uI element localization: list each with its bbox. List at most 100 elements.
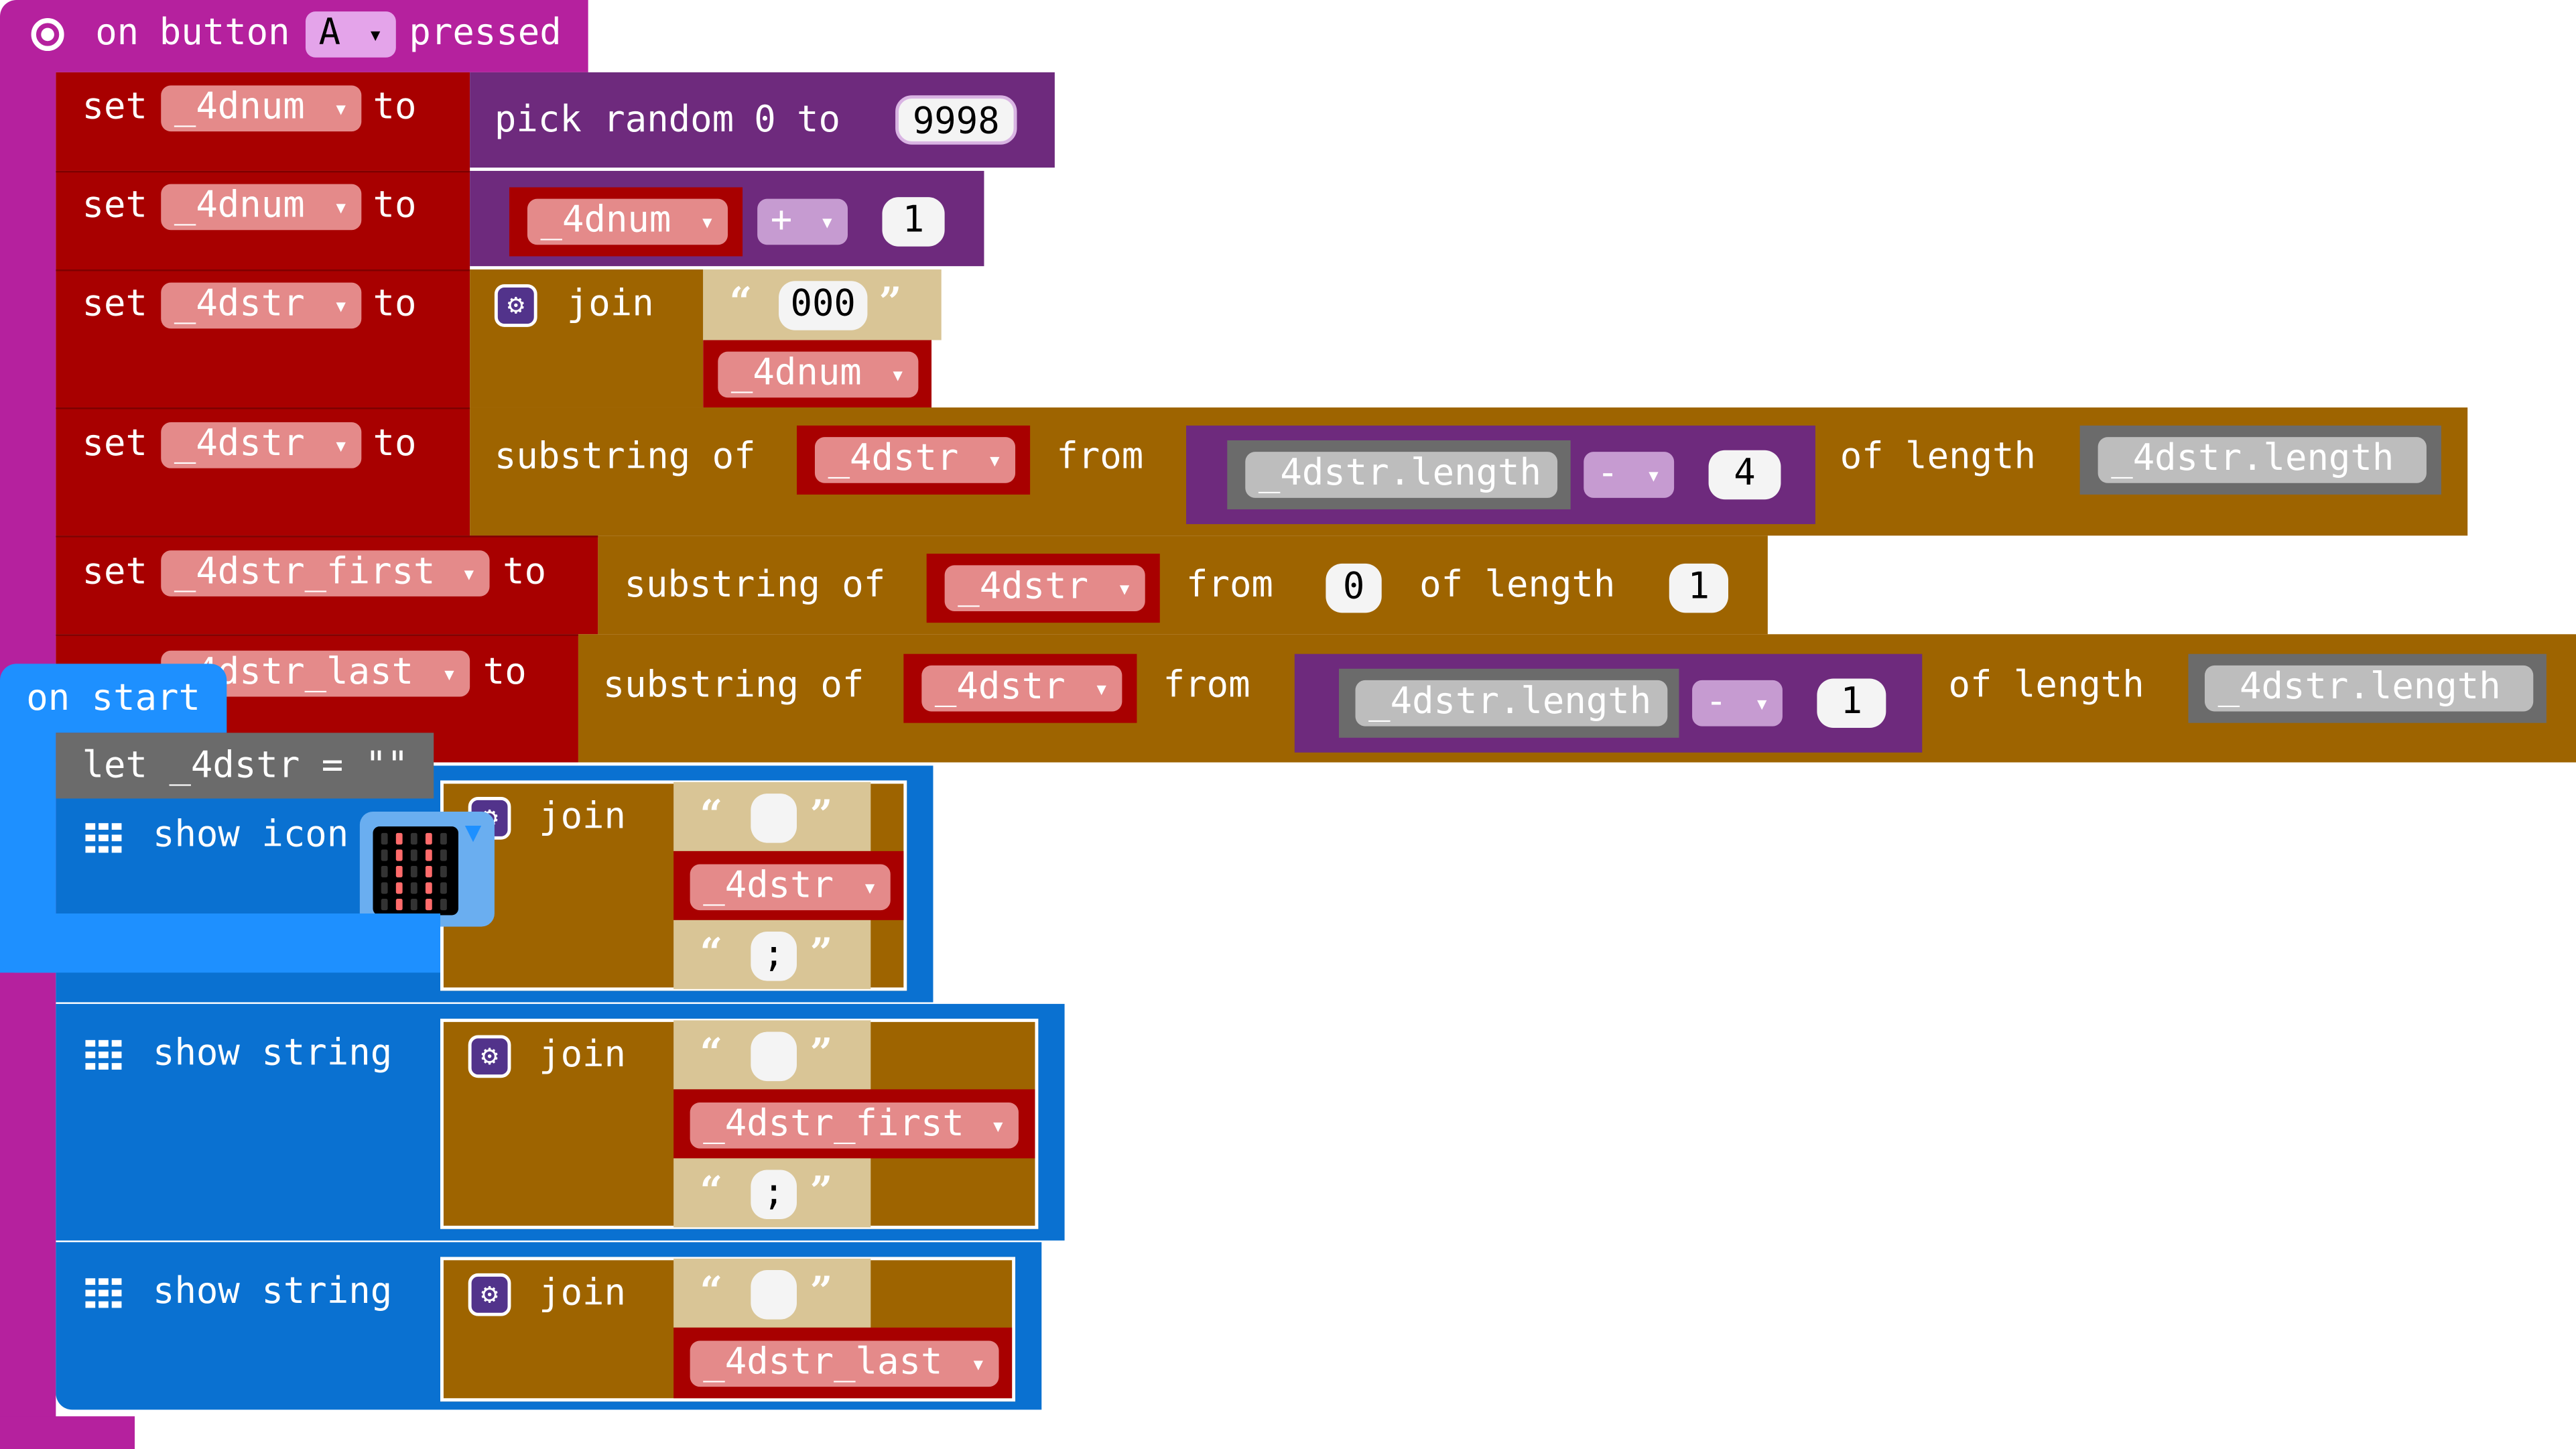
gear-icon[interactable]: ⚙ <box>494 284 537 327</box>
on-start-block[interactable] <box>0 664 227 733</box>
open-quote: “ <box>700 1166 723 1214</box>
led-grid-icon <box>85 823 122 853</box>
var-dropdown[interactable]: _4dstr <box>921 665 1122 712</box>
gear-icon[interactable]: ⚙ <box>468 1273 511 1316</box>
length-property[interactable]: _4dstr.length <box>2204 665 2534 712</box>
length-property[interactable]: _4dstr.length <box>1245 452 1558 498</box>
show-icon-label: show icon <box>152 814 349 857</box>
led-pixel <box>410 832 417 845</box>
to-label: to <box>482 652 527 694</box>
substring-label: substring of <box>602 665 864 707</box>
led-pixel <box>410 849 417 861</box>
var-dropdown[interactable]: _4dstr_last <box>690 1340 999 1387</box>
to-label: to <box>373 424 417 465</box>
substring-label: substring of <box>624 565 886 607</box>
from-label: from <box>1186 565 1273 607</box>
led-pixel <box>381 832 388 845</box>
number-input[interactable]: 1 <box>882 197 945 247</box>
text-input[interactable]: ; <box>751 932 797 981</box>
join-label: join <box>539 1035 626 1076</box>
from-label: from <box>1056 437 1144 479</box>
open-quote: “ <box>700 1267 723 1315</box>
number-input[interactable]: 0 <box>1326 563 1382 613</box>
let-statement-block[interactable] <box>56 733 434 799</box>
var-dropdown[interactable]: _4dstr <box>814 437 1016 483</box>
led-pixel <box>381 898 388 911</box>
set-label: set <box>82 284 148 326</box>
event-icon <box>31 17 64 51</box>
led-pixel <box>395 865 403 878</box>
text-input[interactable] <box>751 794 797 843</box>
var-dropdown[interactable]: _4dnum <box>161 85 362 132</box>
led-pixel <box>425 898 432 911</box>
text-input[interactable]: ; <box>751 1170 797 1220</box>
on-start-footer <box>0 914 441 973</box>
led-pixel <box>425 849 432 861</box>
var-dropdown[interactable]: _4dstr_first <box>690 1102 1019 1149</box>
close-quote: ” <box>810 1267 833 1315</box>
led-pixel <box>425 865 432 878</box>
led-pixel <box>440 832 447 845</box>
var-dropdown[interactable]: _4dstr <box>161 282 362 329</box>
operator-dropdown[interactable]: - <box>1692 680 1783 727</box>
led-pixel <box>381 865 388 878</box>
text-input[interactable] <box>751 1031 797 1082</box>
led-pixel <box>410 898 417 911</box>
of-length-label: of length <box>1948 665 2144 707</box>
show-string-label: show string <box>152 1271 393 1313</box>
led-pixel <box>381 882 388 894</box>
close-quote: ” <box>879 277 902 326</box>
random-min-value[interactable]: 0 <box>754 100 776 141</box>
led-grid-icon <box>85 1278 122 1308</box>
number-input[interactable]: 1 <box>1669 563 1729 613</box>
open-quote: “ <box>700 790 723 838</box>
led-pixel <box>410 882 417 894</box>
event-block-on-button-pressed[interactable] <box>0 0 588 72</box>
set-label: set <box>82 186 148 227</box>
number-input[interactable]: 1 <box>1817 678 1886 729</box>
join-label: join <box>539 1273 626 1315</box>
operator-dropdown[interactable]: - <box>1584 452 1675 498</box>
hat-on-label: on <box>95 13 139 54</box>
let-statement-label: let _4dstr = "" <box>82 745 409 788</box>
open-quote: “ <box>700 1028 723 1076</box>
text-input[interactable] <box>751 1270 797 1320</box>
var-dropdown[interactable]: _4dstr <box>944 565 1145 611</box>
number-input[interactable]: 4 <box>1708 450 1781 500</box>
led-pixel <box>395 898 403 911</box>
event-block-footer <box>0 1416 135 1449</box>
to-label: to <box>373 284 417 326</box>
from-label: from <box>1163 665 1250 707</box>
var-dropdown[interactable]: _4dnum <box>161 184 362 231</box>
icon-preview[interactable] <box>373 826 458 916</box>
var-dropdown[interactable]: _4dstr_first <box>161 550 490 596</box>
hat-button-label: button <box>159 13 290 54</box>
set-label: set <box>82 86 148 129</box>
text-input[interactable]: 000 <box>779 281 868 330</box>
led-pixel <box>425 882 432 894</box>
chevron-down-icon[interactable]: ▼ <box>464 821 482 846</box>
on-start-label: on start <box>26 678 201 720</box>
var-dropdown[interactable]: _4dnum <box>527 198 728 245</box>
led-pixel <box>381 849 388 861</box>
length-property[interactable]: _4dstr.length <box>1355 680 1668 727</box>
led-pixel <box>395 849 403 861</box>
operator-dropdown[interactable]: + <box>757 198 848 245</box>
close-quote: ” <box>810 790 833 838</box>
pick-random-label: pick random <box>494 100 734 141</box>
random-max-input[interactable]: 9998 <box>895 95 1017 145</box>
gear-icon[interactable]: ⚙ <box>468 1035 511 1078</box>
var-dropdown[interactable]: _4dstr <box>161 422 362 468</box>
button-select-dropdown[interactable]: A <box>305 11 396 58</box>
substring-block[interactable] <box>598 536 1768 635</box>
var-dropdown[interactable]: _4dstr <box>690 864 891 911</box>
length-property[interactable]: _4dstr.length <box>2098 437 2427 483</box>
to-label: to <box>503 552 547 594</box>
var-dropdown[interactable]: _4dnum <box>718 351 919 398</box>
hat-pressed-label: pressed <box>409 13 562 54</box>
set-label: set <box>82 424 148 465</box>
join-label: join <box>566 284 654 326</box>
of-length-label: of length <box>1840 437 2036 479</box>
close-quote: ” <box>810 928 833 976</box>
of-length-label: of length <box>1419 565 1616 607</box>
